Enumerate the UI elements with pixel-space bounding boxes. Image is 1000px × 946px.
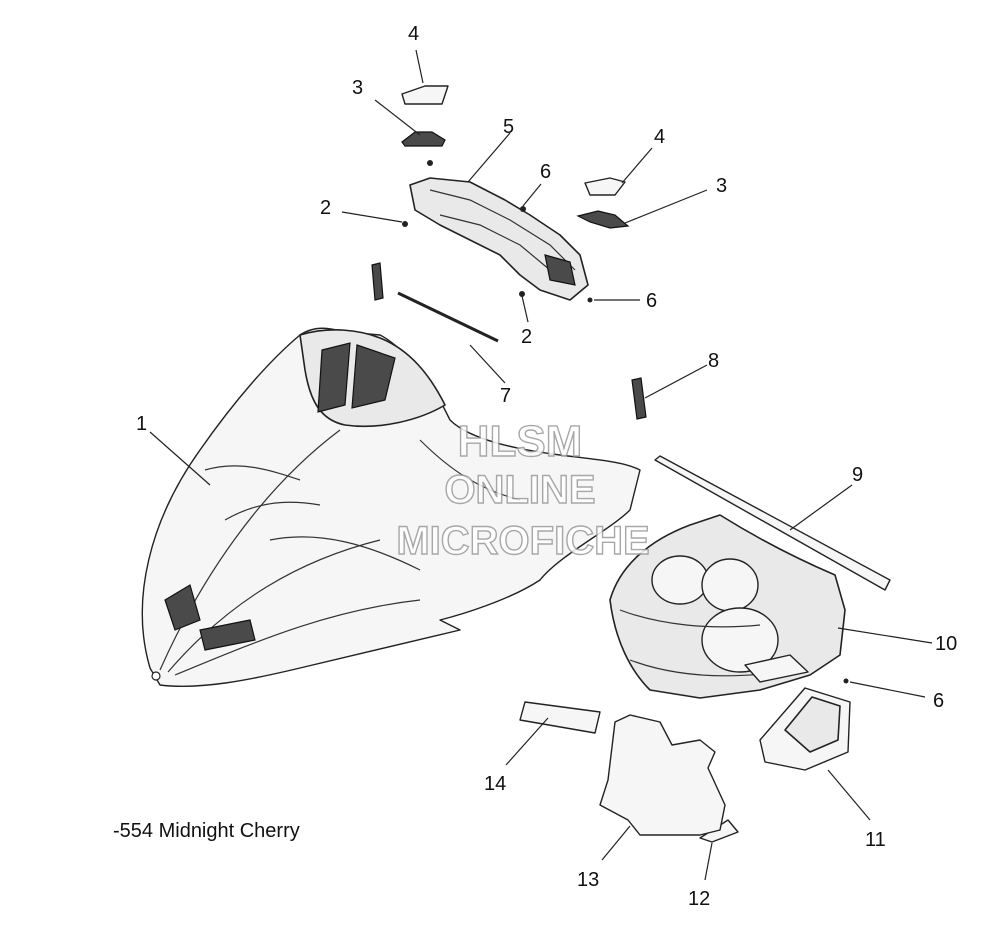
- callout-11: 11: [865, 829, 886, 851]
- part-3-right-clip: [576, 189, 708, 229]
- part-2-screws: [341, 160, 529, 323]
- callout-2-lower: 2: [521, 326, 532, 348]
- callout-4-right: 4: [654, 126, 665, 148]
- callout-3-left: 3: [352, 77, 363, 99]
- callout-10: 10: [935, 633, 957, 655]
- part-14-label: [505, 701, 601, 766]
- part-13-sheet: [599, 714, 726, 861]
- callout-13: 13: [577, 869, 599, 891]
- part-9-seal: [654, 455, 891, 591]
- part-5-dash-bracket: [409, 132, 589, 301]
- callout-8: 8: [708, 350, 719, 372]
- callout-9: 9: [852, 464, 863, 486]
- color-caption: -554 Midnight Cherry: [113, 820, 300, 842]
- callout-6-lower: 6: [933, 690, 944, 712]
- part-3-left-clip: [374, 99, 446, 147]
- watermark-line-2: ONLINE: [444, 468, 595, 512]
- watermark-line-3: MICROFICHE: [396, 519, 649, 563]
- watermark: HLSM ONLINE MICROFICHE: [396, 416, 651, 563]
- part-10-inner-panel: [609, 514, 933, 699]
- callout-12: 12: [688, 888, 710, 910]
- callout-6-mid: 6: [646, 290, 657, 312]
- callout-4-top: 4: [408, 23, 419, 45]
- part-7-strip: [371, 262, 506, 384]
- part-1-hood: [141, 327, 641, 688]
- part-6-fasteners: [520, 183, 926, 698]
- part-4-right-pad: [584, 147, 653, 196]
- callout-14: 14: [484, 773, 506, 795]
- callout-7: 7: [500, 385, 511, 407]
- callout-5: 5: [503, 116, 514, 138]
- callout-3-right: 3: [716, 175, 727, 197]
- part-4-left-pad: [401, 49, 449, 105]
- callout-2-left: 2: [320, 197, 331, 219]
- callout-6-upper: 6: [540, 161, 551, 183]
- callout-1: 1: [136, 413, 147, 435]
- watermark-line-1: HLSM: [458, 417, 583, 466]
- part-11-tray: [759, 687, 871, 821]
- part-8-strip: [631, 364, 708, 420]
